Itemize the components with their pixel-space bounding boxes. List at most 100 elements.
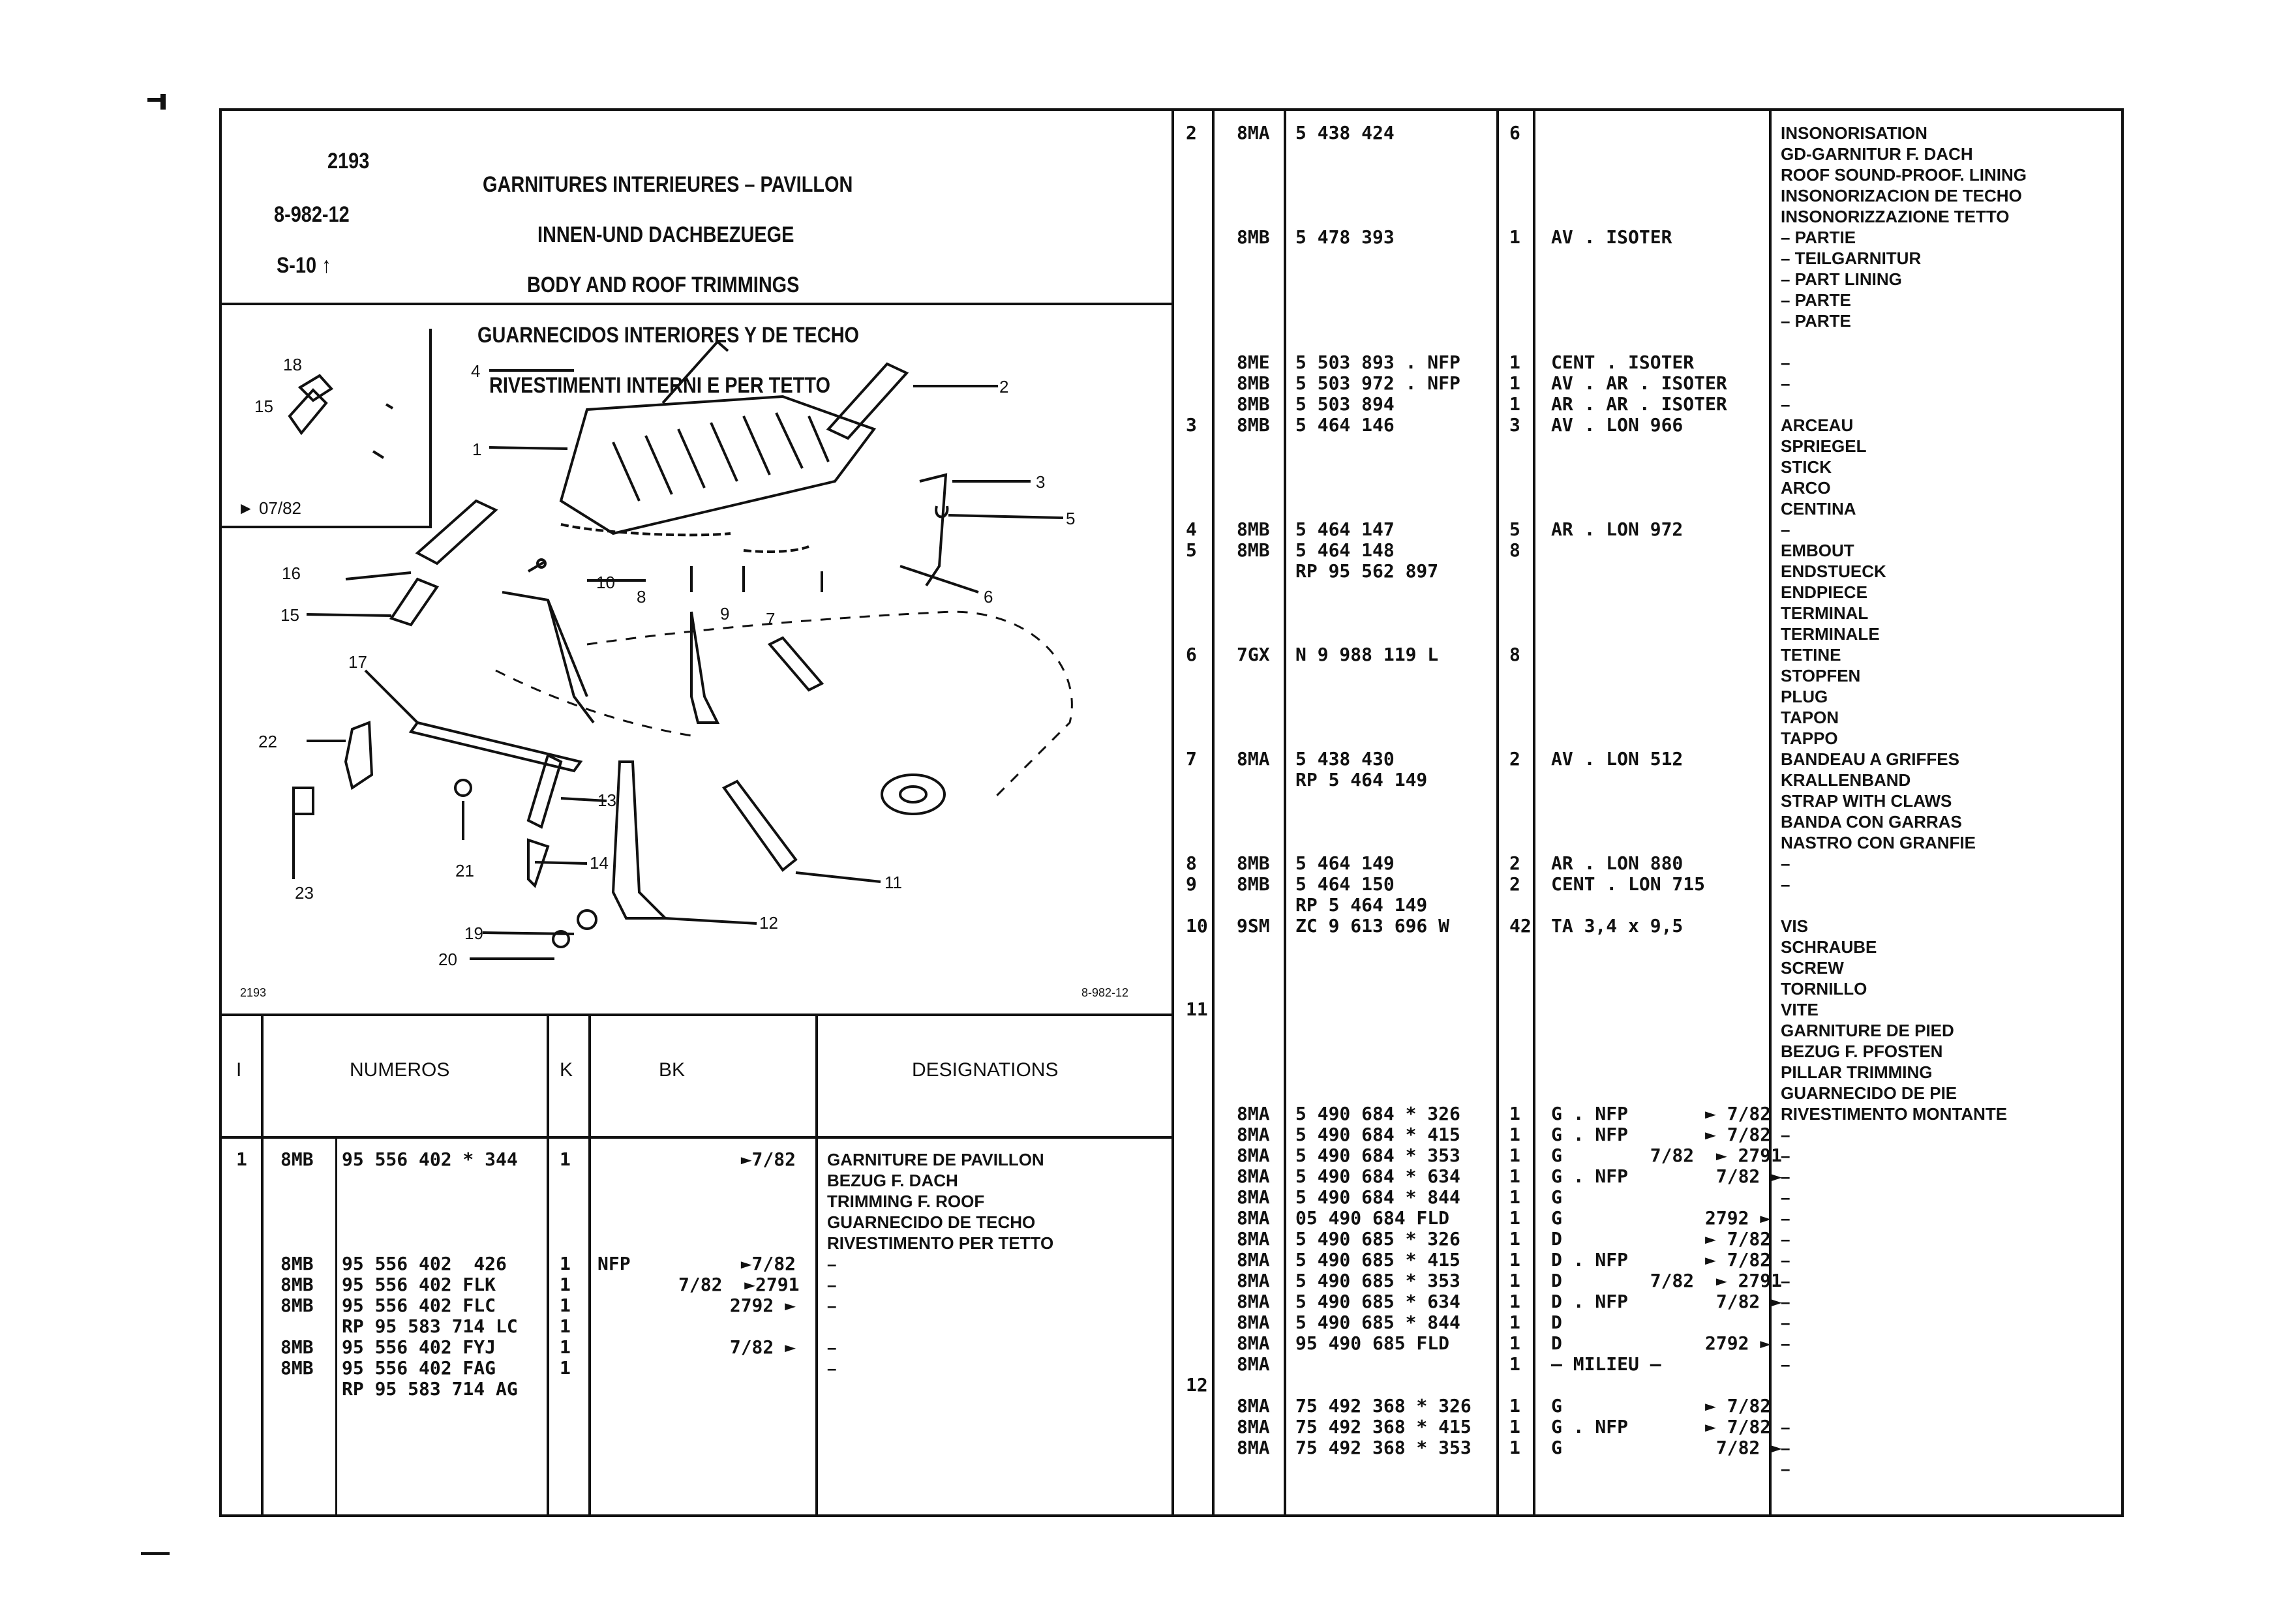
- lt-desig-cell: –: [827, 1359, 837, 1378]
- rt-desig-cell: –: [1781, 854, 1790, 873]
- rt-num-cell: [1295, 310, 1472, 331]
- callout-2: 2: [999, 377, 1008, 397]
- lt-k-cell: 1: [560, 1357, 571, 1379]
- rt-num-cell: ZC 9 613 696 W: [1295, 915, 1450, 937]
- lt-k-cell: 1: [560, 1336, 571, 1358]
- rt-desig-cell: CENTINA: [1781, 499, 1856, 518]
- rt-index-cell: [1186, 686, 1208, 707]
- rt-code-cell: [1237, 999, 1270, 1020]
- lt-header-numeros: NUMEROS: [350, 1059, 450, 1081]
- rt-desig-cell: STICK: [1781, 457, 1832, 477]
- rt-num-cell: [1295, 1062, 1472, 1083]
- header-series: S-10 ↑: [277, 253, 331, 278]
- rt-qty-cell: [1509, 603, 1532, 623]
- divider-main: [1171, 108, 1174, 1517]
- lt-col-line-4: [815, 1014, 818, 1517]
- lt-k-cell: 1: [560, 1253, 571, 1274]
- rt-qty-cell: 1: [1509, 352, 1520, 373]
- rt-desig-cell: TERMINAL: [1781, 603, 1869, 623]
- rt-spec-cell: G ► 7/82: [1551, 1395, 1772, 1417]
- rt-code-cell: 8ME: [1237, 352, 1270, 373]
- rt-spec-cell: G . NFP ► 7/82: [1551, 1124, 1772, 1145]
- lt-bk-right-cell: [678, 1316, 796, 1337]
- lt-num-cell: [342, 1212, 518, 1233]
- rt-qty-cell: [1509, 895, 1532, 916]
- callout-11: 11: [884, 873, 902, 892]
- rt-index-cell: [1186, 582, 1208, 603]
- rt-index-cell: 4: [1186, 518, 1197, 540]
- rt-qty-cell: 1: [1509, 1291, 1520, 1312]
- rt-code-cell: 8MA: [1237, 1312, 1270, 1333]
- rt-num-cell: [1295, 143, 1472, 164]
- rt-code-cell: [1237, 790, 1270, 811]
- lt-k-cell: 1: [560, 1315, 571, 1337]
- parts-diagram: 18 15 2 3 5 4 1 16 15 10 8 9 7 6 17 22 1…: [222, 329, 1128, 999]
- lt-bk-left-cell: [597, 1191, 631, 1212]
- lt-num-cell: 95 556 402 FYJ: [342, 1336, 496, 1358]
- rt-desig-cell: –: [1781, 1271, 1790, 1291]
- rt-desig-cell: ENDPIECE: [1781, 582, 1867, 602]
- rt-desig-cell: ENDSTUECK: [1781, 562, 1886, 581]
- rt-spec-cell: [1551, 707, 1782, 728]
- lt-code-cell: 8MB: [280, 1274, 314, 1295]
- rt-spec-cell: – MILIEU –: [1551, 1353, 1661, 1375]
- rt-qty-cell: [1509, 770, 1532, 790]
- diagram-footer-right: 8-982-12: [1081, 986, 1128, 999]
- callout-19: 19: [464, 924, 483, 943]
- rt-index-cell: [1186, 978, 1208, 999]
- rt-desig-cell: –: [1781, 1188, 1790, 1207]
- rt-qty-cell: [1509, 477, 1532, 498]
- header-code: 2193: [327, 149, 370, 173]
- rt-qty-cell: [1509, 957, 1532, 978]
- rt-code-cell: [1237, 457, 1270, 477]
- lt-num-cell: RP 95 583 714 LC: [342, 1315, 518, 1337]
- rt-code-cell: [1237, 978, 1270, 999]
- rt-spec-cell: [1551, 603, 1782, 623]
- rt-qty-cell: [1509, 1083, 1532, 1104]
- lt-desig-cell: GARNITURE DE PAVILLON: [827, 1150, 1044, 1169]
- rt-code-cell: 8MA: [1237, 1165, 1270, 1187]
- rt-index-cell: [1186, 227, 1208, 248]
- rt-desig-cell: [1781, 895, 2027, 916]
- rt-spec-cell: [1551, 477, 1782, 498]
- callout-16: 16: [282, 563, 301, 583]
- rt-desig-cell: PILLAR TRIMMING: [1781, 1062, 1933, 1082]
- part-15-inset: [288, 388, 328, 436]
- rt-index-cell: 12: [1186, 1374, 1208, 1396]
- lt-k-cell: [560, 1170, 571, 1191]
- rt-spec-cell: G 7/82 ►: [1551, 1437, 1783, 1458]
- rt-desig-cell: –: [1781, 1125, 1790, 1145]
- rt-spec-cell: D ► 7/82: [1551, 1228, 1772, 1250]
- rt-code-cell: [1237, 143, 1270, 164]
- rt-spec-cell: [1551, 1020, 1782, 1041]
- rt-index-cell: [1186, 477, 1208, 498]
- divider-header: [219, 303, 1171, 305]
- lt-code-cell: [280, 1212, 314, 1233]
- lt-desig-cell: –: [827, 1338, 837, 1357]
- callout-7: 7: [766, 609, 775, 629]
- rt-num-cell: 5 438 424: [1295, 122, 1395, 143]
- lt-header-index: I: [236, 1059, 242, 1081]
- rt-spec-cell: [1551, 331, 1782, 352]
- lt-col-line-3: [588, 1014, 591, 1517]
- rt-qty-cell: [1509, 832, 1532, 853]
- part-14: [527, 838, 550, 888]
- callout-10: 10: [596, 573, 615, 592]
- rt-desig-cell: INSONORISATION: [1781, 123, 1927, 143]
- rt-index-cell: [1186, 1083, 1208, 1104]
- rt-index-cell: 3: [1186, 414, 1197, 436]
- rt-spec-cell: D 7/82 ► 2791: [1551, 1270, 1783, 1291]
- rt-code-cell: 8MA: [1237, 1103, 1270, 1124]
- rt-code-cell: [1237, 206, 1270, 227]
- rt-desig-cell: TORNILLO: [1781, 979, 1867, 999]
- rt-code-cell: [1237, 561, 1270, 582]
- lt-bk-left-cell: [597, 1274, 631, 1295]
- rt-index-cell: [1186, 394, 1208, 415]
- rt-qty-cell: 1: [1509, 1395, 1520, 1417]
- lt-index-cell: 1: [236, 1149, 247, 1170]
- header-ref: 8-982-12: [274, 202, 350, 227]
- lt-bk-left-cell: [597, 1358, 631, 1379]
- rt-index-cell: [1186, 206, 1208, 227]
- rt-spec-cell: [1551, 561, 1782, 582]
- rt-spec-cell: AR . LON 880: [1551, 852, 1684, 874]
